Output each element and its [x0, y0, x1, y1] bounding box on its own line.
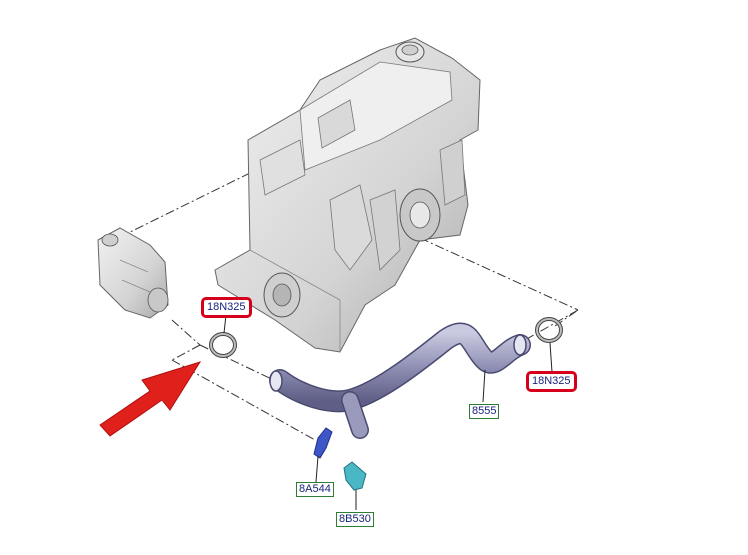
callout-leaders — [223, 314, 553, 510]
retaining-clip — [313, 427, 333, 459]
water-pump — [97, 227, 169, 319]
seal-ring-right — [535, 317, 563, 343]
seal-ring-left — [209, 332, 237, 358]
callout-sensor: 8B530 — [336, 512, 374, 527]
red-arrow-icon — [99, 361, 202, 437]
callout-seal-right: 18N325 — [526, 371, 577, 392]
engine-block — [214, 37, 481, 353]
temperature-sensor — [343, 461, 367, 491]
coolant-hose — [269, 322, 531, 439]
callout-clip: 8A544 — [296, 482, 334, 497]
assembly-leader-lines — [119, 171, 579, 441]
callout-hose: 8555 — [469, 404, 500, 419]
callout-seal-left: 18N325 — [201, 297, 252, 318]
